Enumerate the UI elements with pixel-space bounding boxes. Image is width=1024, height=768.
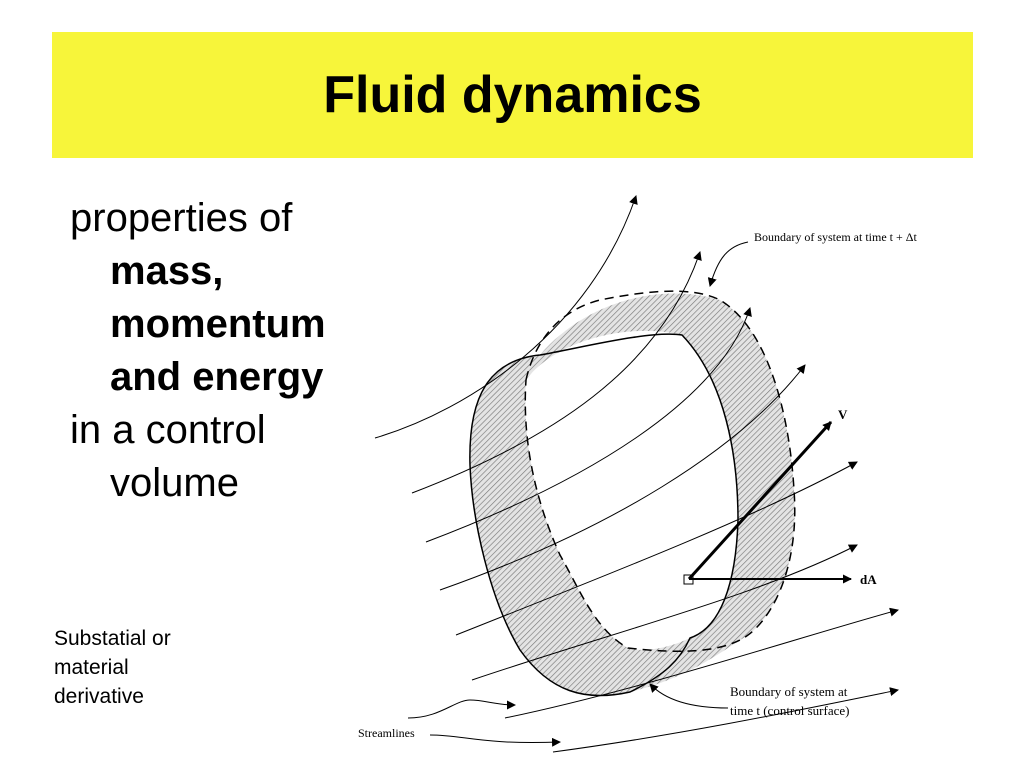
label-boundary-time-t-plus-dt: Boundary of system at time t + Δt [754, 230, 917, 244]
streamline-5 [455, 461, 858, 636]
boundary-time-t-plus-dt [524, 290, 796, 652]
bullet-item-control-volume: in a control volume [70, 408, 266, 505]
leader-boundary-t-dt [707, 241, 749, 287]
streamline-1 [374, 195, 638, 439]
leader-streamlines-lower [429, 734, 561, 747]
streamline-6 [471, 544, 858, 681]
bullet-item-properties: properties of mass, momentum and energy [70, 192, 370, 404]
bullet-text-properties: properties of [70, 196, 293, 240]
bullet-list: properties of mass, momentum and energy … [70, 192, 370, 510]
streamline-3 [425, 307, 752, 543]
leader-streamlines-upper [407, 699, 516, 719]
boundary-band-shaded [469, 293, 795, 696]
label-area-da: dA [860, 572, 877, 587]
note-substantial-derivative: Substatial or material derivative [54, 627, 171, 708]
streamline-8 [552, 687, 899, 753]
bullet-text-mass-momentum-energy: mass, momentum and energy [110, 249, 326, 399]
label-velocity-v: V [838, 407, 848, 422]
streamline-4 [439, 364, 806, 591]
streamline-2 [411, 251, 702, 494]
leader-boundary-t [649, 683, 729, 709]
label-boundary-time-t-line1: Boundary of system at [730, 684, 848, 699]
slide-title: Fluid dynamics [323, 66, 702, 124]
label-streamlines: Streamlines [358, 726, 415, 740]
streamline-7 [504, 607, 899, 719]
title-bar: Fluid dynamics [52, 32, 973, 158]
streamlines [374, 195, 899, 753]
label-boundary-time-t-line2: time t (control surface) [730, 703, 849, 718]
boundary-time-t [469, 333, 739, 697]
velocity-vector [687, 420, 833, 581]
